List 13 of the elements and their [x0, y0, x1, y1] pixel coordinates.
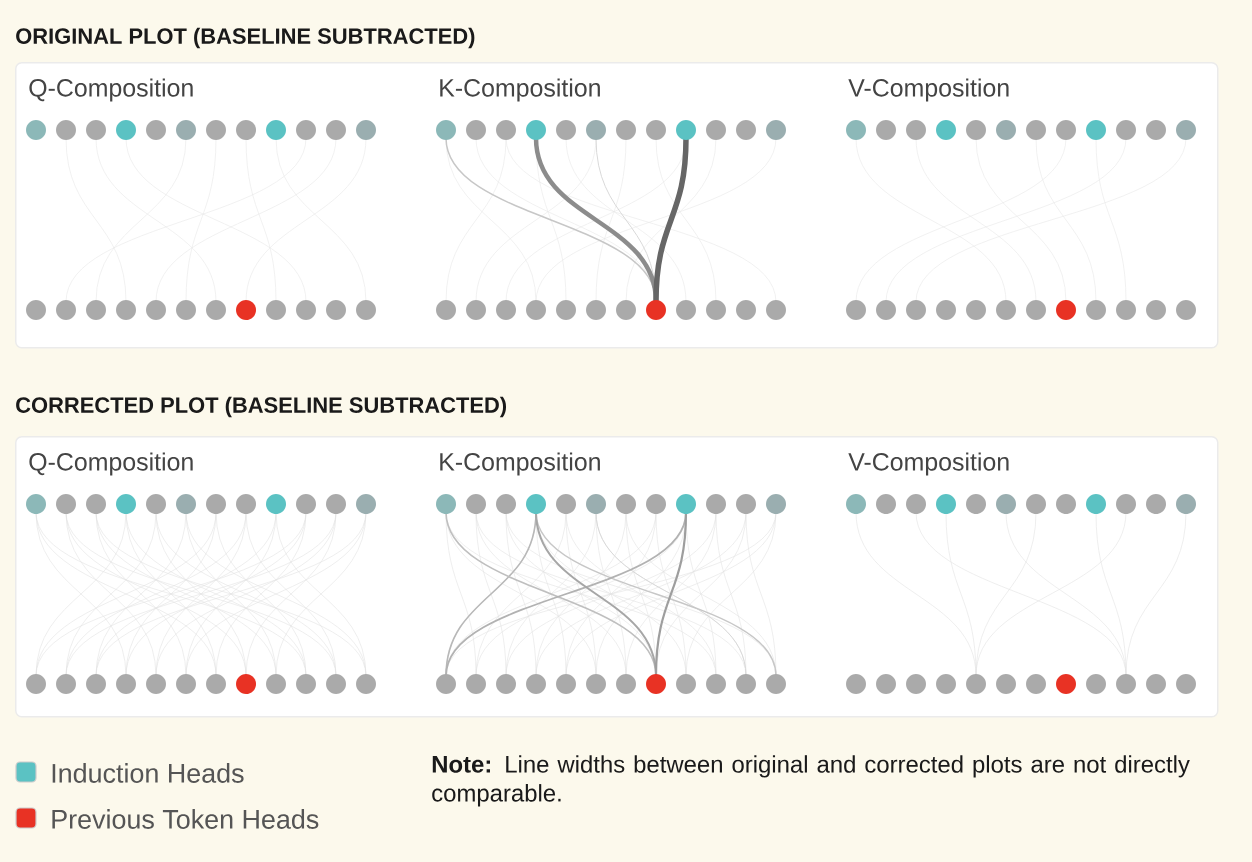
note-text: Note: Line widths between original and corrected plots are not directly comparable.: [432, 755, 1190, 807]
legend-label: Induction Heads: [52, 763, 244, 783]
panel-title: K-Composition: [440, 452, 600, 476]
panel-card: [15, 396, 1219, 718]
panel-title: Q-Composition: [29, 78, 193, 102]
panel-title: V-Composition: [848, 452, 1009, 476]
panel-title: Q-Composition: [29, 452, 193, 476]
section-heading: ORIGINAL PLOT (BASELINE SUBTRACTED): [16, 27, 475, 49]
legend-label: Previous Token Heads: [52, 809, 319, 829]
panel-title: K-Composition: [440, 78, 600, 102]
section-heading: CORRECTED PLOT (BASELINE SUBTRACTED): [16, 396, 506, 418]
panel-card: [15, 27, 1219, 349]
panel-title: V-Composition: [848, 78, 1009, 102]
